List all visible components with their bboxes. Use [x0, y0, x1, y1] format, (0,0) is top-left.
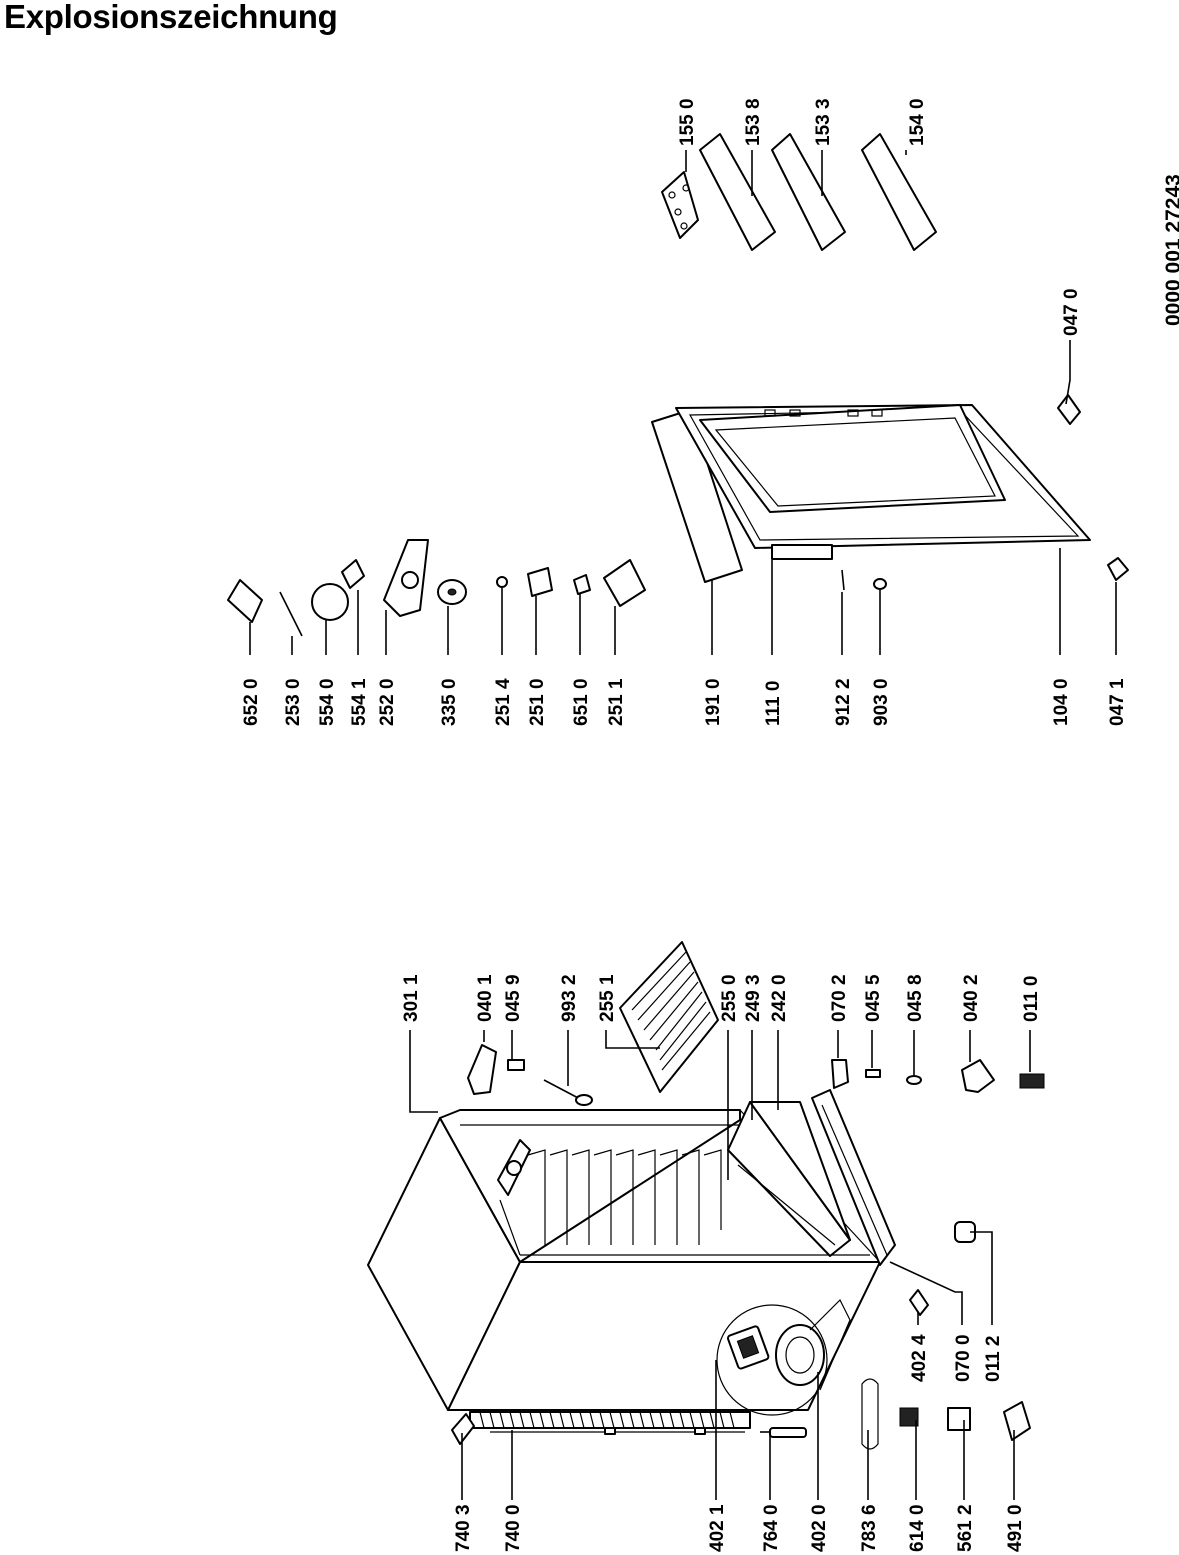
part-label: 011 0: [1021, 976, 1042, 1023]
part-label: 251 4: [493, 678, 514, 726]
part-label: 242 0: [769, 974, 790, 1022]
part-label: 251 0: [527, 678, 548, 726]
part-label: 154 0: [907, 98, 928, 146]
part-label: 045 8: [905, 974, 926, 1022]
part-label: 912 2: [833, 678, 854, 726]
part-label: 554 0: [317, 678, 338, 726]
part-label: 561 2: [955, 1504, 976, 1552]
part-labels: 740 3 740 0 402 1 764 0 402 0 783 6 614 …: [241, 98, 1128, 1552]
part-label: 993 2: [559, 974, 580, 1022]
part-label: 153 3: [813, 98, 834, 146]
part-label: 651 0: [571, 678, 592, 726]
part-label: 301 1: [401, 974, 422, 1022]
part-label: 255 1: [597, 974, 618, 1022]
part-label: 554 1: [349, 678, 370, 726]
part-label: 045 5: [863, 974, 884, 1022]
part-label: 155 0: [677, 98, 698, 146]
door-assembly: [651, 394, 1129, 591]
part-label: 252 0: [377, 678, 398, 726]
part-label: 111 0: [763, 681, 784, 726]
part-label: 047 1: [1107, 678, 1128, 726]
control-parts: [227, 539, 646, 637]
part-label: 070 0: [953, 1334, 974, 1382]
part-label: 251 1: [606, 678, 627, 726]
part-label: 153 8: [743, 98, 764, 146]
part-label: 011 2: [983, 1336, 1004, 1383]
leader-lines: [249, 150, 1117, 1500]
part-label: 047 0: [1061, 288, 1082, 336]
part-label: 402 0: [809, 1504, 830, 1552]
cabinet-small-parts: [467, 1044, 1045, 1450]
part-label: 045 9: [503, 974, 524, 1022]
part-label: 040 1: [475, 974, 496, 1022]
page-title: Explosionszeichnung: [4, 0, 338, 35]
document-number: 0000 001 27243: [1162, 174, 1179, 326]
part-label: 040 2: [961, 974, 982, 1022]
door-shelves: [661, 133, 937, 251]
part-label: 249 3: [743, 974, 764, 1022]
part-label: 104 0: [1051, 678, 1072, 726]
part-label: 402 4: [909, 1334, 930, 1382]
part-label: 764 0: [761, 1504, 782, 1552]
part-label: 740 0: [503, 1504, 524, 1552]
part-label: 335 0: [439, 678, 460, 726]
part-label: 402 1: [707, 1504, 728, 1552]
part-label: 652 0: [241, 678, 262, 726]
part-label: 614 0: [907, 1504, 928, 1552]
part-label: 740 3: [453, 1504, 474, 1552]
part-label: 491 0: [1005, 1504, 1026, 1552]
part-label: 191 0: [703, 678, 724, 726]
part-label: 070 2: [829, 974, 850, 1022]
part-label: 255 0: [719, 974, 740, 1022]
part-label: 253 0: [283, 678, 304, 726]
part-label: 783 6: [859, 1504, 880, 1552]
cabinet-body: [367, 1089, 896, 1445]
part-label: 903 0: [871, 678, 892, 726]
glass-shelf: [619, 941, 719, 1093]
